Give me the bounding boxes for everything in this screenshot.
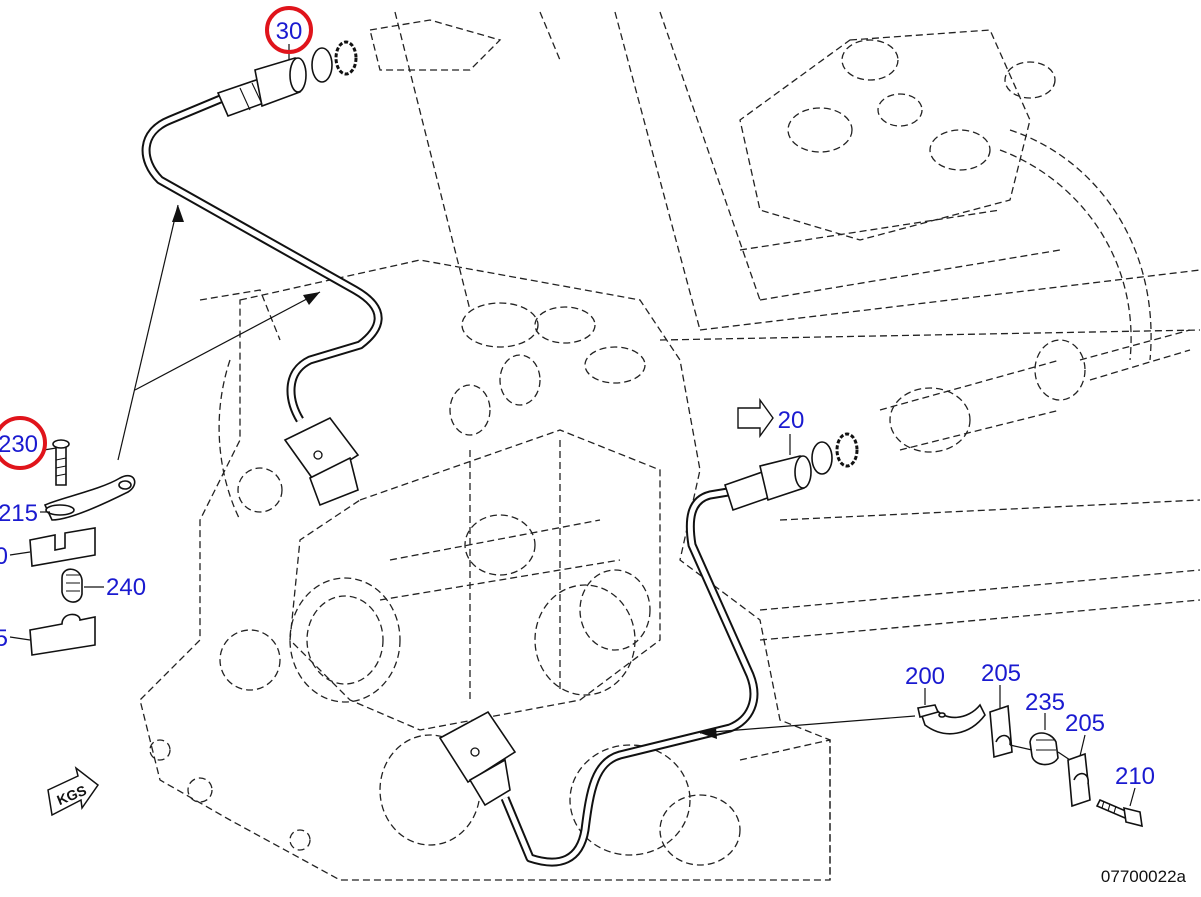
callout-205-left: 5 [0, 625, 8, 652]
highlight-ring-230 [0, 416, 47, 470]
lower-brake-pipe [500, 485, 759, 867]
callout-labels: 30 20 230 215 0 240 5 200 205 235 205 21… [0, 18, 1155, 790]
lower-pipe-nut-bottom [438, 710, 517, 807]
upper-pipe-fitting-top [216, 57, 307, 118]
right-clamp-assembly [917, 703, 1143, 828]
callout-20: 20 [778, 407, 805, 434]
callout-200: 200 [905, 663, 945, 690]
upper-brake-pipe [141, 90, 383, 423]
engine-housing-outline [139, 11, 1201, 881]
kgs-orientation-badge: KGS [47, 766, 100, 817]
callout-215: 215 [0, 500, 38, 527]
callout-205-b: 205 [1065, 710, 1105, 737]
lower-pipe-fitting-top [724, 455, 812, 512]
callout-230: 230 [0, 431, 38, 458]
lower-seal-rings [811, 432, 859, 475]
highlight-rings [0, 6, 313, 470]
upper-pipe-nut-bottom [283, 416, 360, 507]
leader-lines [9, 44, 1136, 807]
highlight-ring-30 [265, 6, 313, 54]
callout-240: 240 [106, 574, 146, 601]
callout-210: 210 [1115, 763, 1155, 790]
callout-210-left: 0 [0, 543, 8, 570]
callout-30: 30 [276, 18, 303, 45]
drawing-number: 07700022a [1101, 867, 1187, 886]
callout-205-a: 205 [981, 660, 1021, 687]
upper-seal-rings [311, 40, 358, 83]
left-clamp-assembly [29, 439, 136, 656]
callout-235: 235 [1025, 689, 1065, 716]
